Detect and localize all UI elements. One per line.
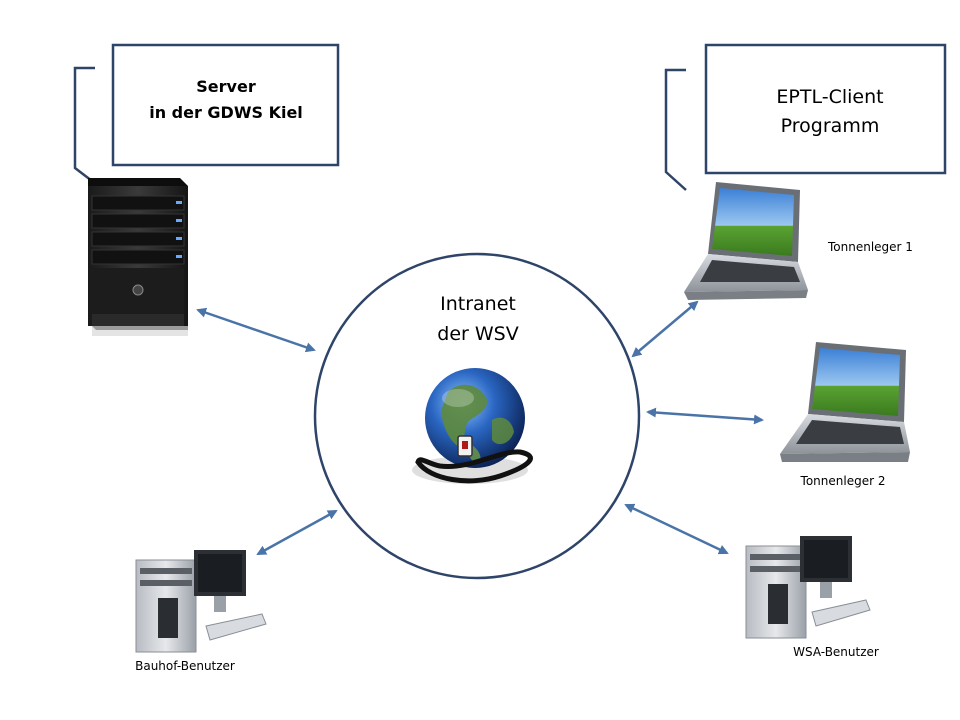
server-callout: Server in der GDWS Kiel [73,43,340,185]
connection-arrows [196,300,764,556]
server-tower-icon [88,178,188,336]
arrow-server-intranet [196,307,316,353]
server-callout-line1: Server [196,77,256,96]
intranet-hub: Intranet der WSV [313,252,641,580]
wsa-benutzer-label: WSA-Benutzer [793,645,879,659]
client-callout-bracket [664,68,687,191]
intranet-label-line1: Intranet [440,293,516,315]
laptop-icon-tonnenleger-2 [780,342,910,462]
desktop-pc-icon-wsa [745,536,871,639]
intranet-label-line2: der WSV [437,323,518,345]
bauhof-benutzer-label: Bauhof-Benutzer [135,659,235,673]
client-callout: EPTL-Client Programm [664,43,947,191]
laptop-icon-tonnenleger-1 [684,182,808,300]
arrow-laptop1-intranet [631,300,699,358]
arrow-bauhof-intranet [256,509,338,556]
client-callout-box [704,43,947,175]
arrow-laptop2-intranet [646,407,764,425]
globe-network-icon [412,368,533,484]
arrow-wsa-intranet [624,503,729,555]
server-callout-box [111,43,340,167]
client-callout-line1: EPTL-Client [776,86,883,108]
server-callout-line2: in der GDWS Kiel [149,103,303,122]
tonnenleger-1-label: Tonnenleger 1 [827,240,913,254]
client-callout-line2: Programm [781,115,880,137]
server-callout-bracket [73,66,97,185]
tonnenleger-2-label: Tonnenleger 2 [800,474,886,488]
desktop-pc-icon-bauhof [135,550,267,653]
